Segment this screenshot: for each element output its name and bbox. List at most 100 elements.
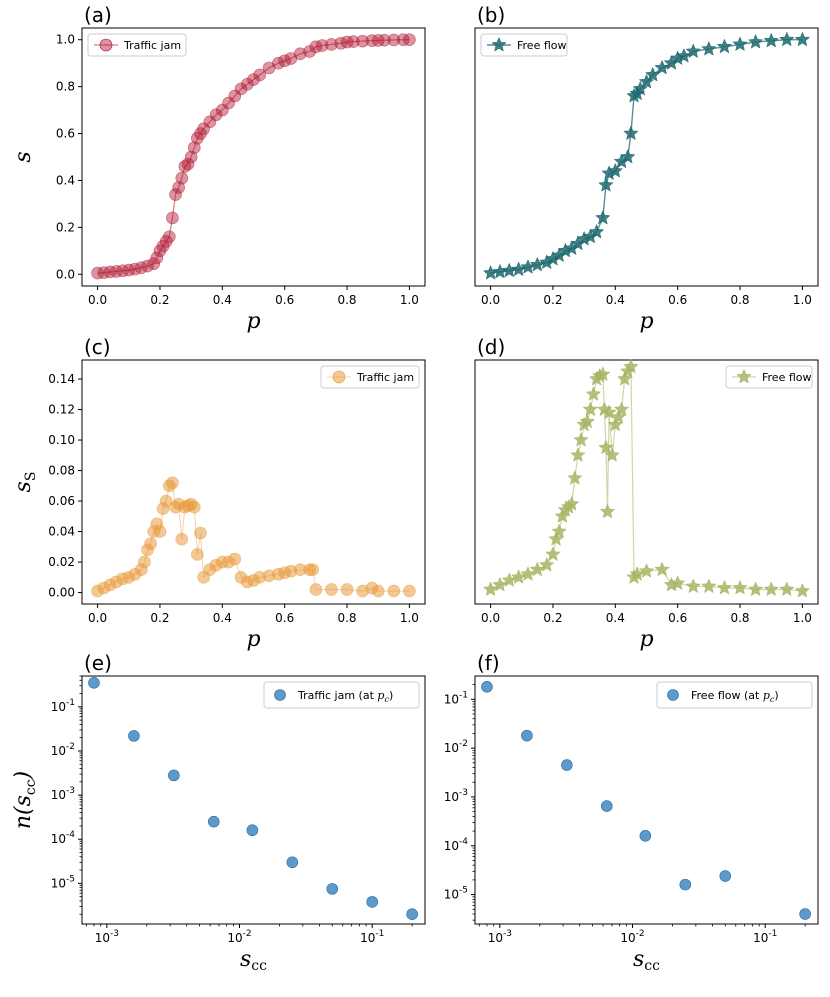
y-axis-title: n(scc) <box>11 771 39 829</box>
y-tick-label: 10-1 <box>444 690 468 706</box>
data-point <box>685 43 702 59</box>
data-point <box>482 581 499 597</box>
plot-frame <box>474 27 819 287</box>
data-point <box>779 581 795 597</box>
data-point <box>598 439 614 455</box>
data-point <box>181 157 195 171</box>
x-tick-label: 0.6 <box>275 611 294 625</box>
data-point <box>247 73 260 86</box>
legend: Free flow <box>725 365 813 389</box>
y-tick-label: 1.0 <box>56 33 75 47</box>
data-point <box>128 262 142 276</box>
data-point <box>166 211 179 225</box>
legend: Free flow <box>480 33 568 57</box>
data-point <box>306 563 320 576</box>
series-0 <box>91 33 416 280</box>
y-tick-label: 0.2 <box>56 220 75 234</box>
data-point <box>654 59 670 75</box>
y-tick-label: 0.8 <box>56 80 75 94</box>
x-tick-label: 1.0 <box>400 611 419 625</box>
data-point <box>623 358 639 374</box>
data-point <box>403 584 416 598</box>
data-point <box>599 503 616 519</box>
series-0 <box>88 677 418 921</box>
x-tick-label: 0.8 <box>730 293 749 307</box>
data-point <box>604 447 620 462</box>
data-point <box>548 531 564 546</box>
series-line <box>490 364 803 592</box>
data-point <box>561 759 573 771</box>
data-point <box>175 532 189 546</box>
y-tick-label: 10-4 <box>51 830 76 846</box>
x-tick-label: 1.0 <box>793 293 812 307</box>
data-point <box>685 578 702 594</box>
data-point <box>187 500 201 514</box>
data-point <box>570 447 586 462</box>
plot-frame <box>81 675 426 925</box>
data-point <box>340 583 354 596</box>
x-axis-title: p <box>639 309 653 334</box>
x-tick-label: 10-3 <box>488 929 512 945</box>
data-point <box>763 32 779 48</box>
x-tick-label: 0.2 <box>150 611 169 625</box>
data-point <box>747 581 764 597</box>
data-point <box>147 257 161 271</box>
data-point <box>732 36 748 52</box>
data-point <box>632 80 649 96</box>
y-tick-label: 10-2 <box>444 739 468 755</box>
data-point <box>325 38 338 51</box>
data-point <box>406 908 418 921</box>
data-point <box>286 856 299 869</box>
data-point <box>669 575 686 591</box>
data-point <box>222 96 235 110</box>
series-0 <box>482 358 811 598</box>
x-tick-label: 0.8 <box>337 611 356 625</box>
panel-label: (c) <box>84 335 111 359</box>
data-point <box>732 579 748 595</box>
y-tick-label: 10-5 <box>51 874 75 890</box>
data-point <box>679 878 692 891</box>
legend-box <box>656 681 813 709</box>
data-point <box>191 131 204 145</box>
panel-label: (f) <box>477 651 500 675</box>
data-point <box>175 171 189 185</box>
data-point <box>326 883 339 895</box>
data-point <box>520 566 536 581</box>
x-tick-label: 0.4 <box>213 611 232 625</box>
data-point <box>716 38 733 54</box>
legend: Traffic jam (at pc) <box>263 681 420 709</box>
plot-frame <box>81 27 426 287</box>
data-point <box>246 824 259 837</box>
x-tick-label: 0.4 <box>606 293 625 307</box>
data-point <box>366 896 378 908</box>
x-tick-label: 0.4 <box>606 611 625 625</box>
data-point <box>588 223 605 239</box>
data-point <box>582 401 599 417</box>
data-point <box>169 188 182 201</box>
data-point <box>567 470 583 485</box>
data-point <box>172 181 185 194</box>
data-point <box>595 366 611 382</box>
series-line <box>97 39 410 274</box>
x-tick-label: 0.6 <box>668 611 687 625</box>
plot-frame <box>474 359 819 605</box>
data-point <box>207 815 220 828</box>
data-point <box>579 413 596 429</box>
x-axis-title: p <box>246 309 260 334</box>
plot-frame <box>81 359 426 605</box>
data-point <box>209 108 223 122</box>
data-point <box>134 261 148 275</box>
data-point <box>701 40 717 56</box>
y-axis-title: sS <box>11 472 39 493</box>
legend-label: Free flow <box>517 39 567 52</box>
data-point <box>616 370 633 386</box>
legend-marker <box>491 36 507 52</box>
data-point <box>676 47 692 63</box>
data-point <box>638 563 655 578</box>
data-point <box>520 259 536 274</box>
data-point <box>763 581 779 597</box>
data-point <box>794 31 811 47</box>
